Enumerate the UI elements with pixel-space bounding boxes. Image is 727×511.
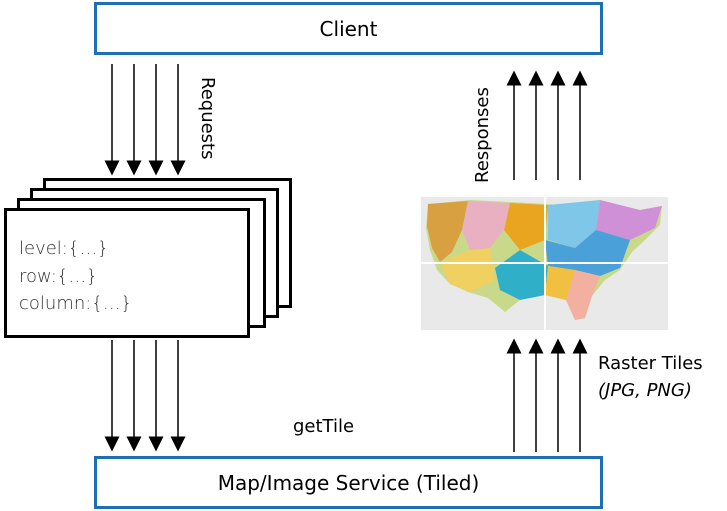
response-arrows-bottom bbox=[506, 338, 588, 452]
response-arrows-top bbox=[506, 70, 588, 180]
requests-label: Requests bbox=[197, 77, 218, 160]
client-label: Client bbox=[319, 16, 378, 41]
gettile-label: getTile bbox=[293, 416, 355, 437]
service-box: Map/Image Service (Tiled) bbox=[94, 456, 603, 509]
request-arrows-top bbox=[104, 64, 186, 176]
responses-label: Responses bbox=[472, 87, 493, 183]
field-row: row:{…} bbox=[19, 265, 98, 287]
raster-tiles-label: Raster Tiles (JPG, PNG) bbox=[598, 350, 703, 404]
request-card-front: level:{…} row:{…} column:{…} bbox=[4, 208, 250, 338]
service-label: Map/Image Service (Tiled) bbox=[217, 470, 480, 495]
field-level: level:{…} bbox=[19, 238, 109, 259]
request-arrows-bottom bbox=[104, 340, 186, 452]
us-geology-map-tiles-icon bbox=[421, 197, 668, 330]
raster-tiles-title: Raster Tiles bbox=[598, 353, 703, 374]
request-fields: level:{…} row:{…} column:{…} bbox=[19, 235, 132, 318]
raster-tiles-formats: (JPG, PNG) bbox=[598, 380, 692, 401]
client-box: Client bbox=[94, 2, 603, 55]
field-column: column:{…} bbox=[19, 293, 133, 314]
